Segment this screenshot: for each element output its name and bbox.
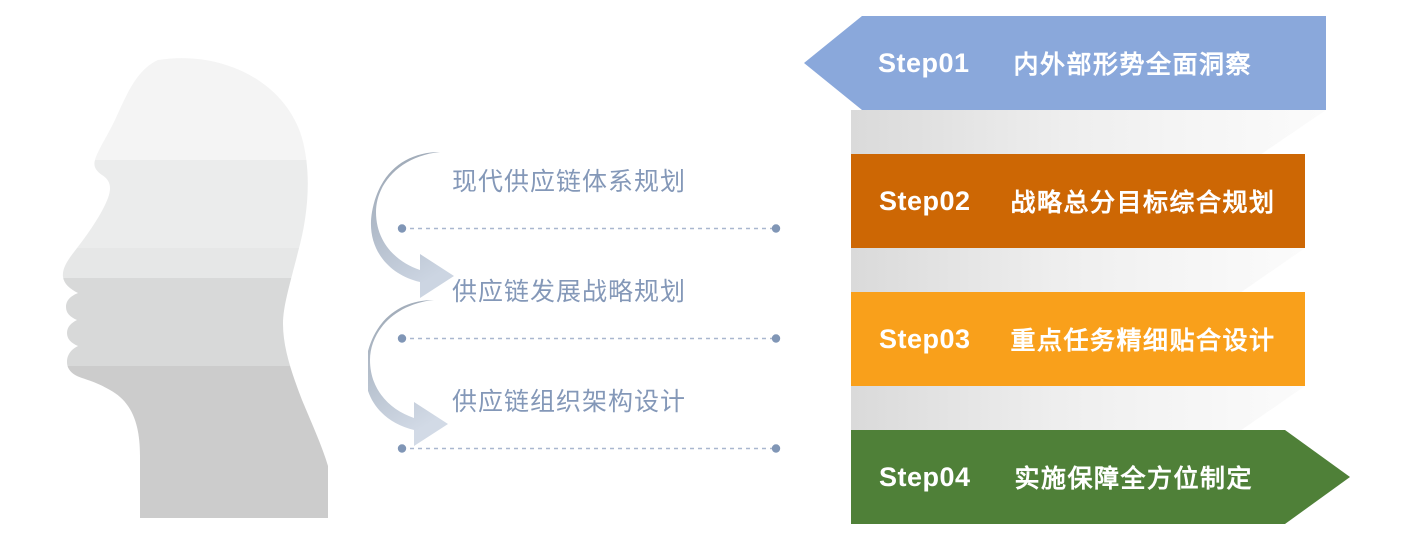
step-number-4: Step04: [879, 461, 971, 492]
step-description-3: 重点任务精细贴合设计: [1010, 327, 1276, 355]
step-number-2: Step02: [879, 185, 971, 216]
step-bar-4[interactable]: Step04 实施保障全方位制定: [851, 430, 1350, 524]
label-text-1: 现代供应链体系规划: [452, 168, 687, 196]
dashed-connector-1: [397, 224, 781, 233]
label-row-2: 供应链发展战略规划: [397, 272, 782, 356]
curved-arrow-icon: [368, 152, 454, 446]
step-description-4: 实施保障全方位制定: [1014, 465, 1254, 493]
step-description-2: 战略总分目标综合规划: [1010, 189, 1276, 217]
curved-arrow-1: [370, 152, 454, 298]
label-row-1: 现代供应链体系规划: [397, 162, 782, 246]
step-bar-3[interactable]: Step03 重点任务精细贴合设计: [851, 292, 1305, 386]
connector-ribbon-1: [851, 110, 1326, 155]
label-row-3: 供应链组织架构设计: [397, 382, 782, 466]
head-bands: [62, 58, 328, 518]
label-text-2: 供应链发展战略规划: [452, 278, 687, 306]
label-text-3: 供应链组织架构设计: [452, 388, 687, 416]
connector-ribbon-2: [851, 248, 1305, 293]
dashed-connector-3: [397, 444, 781, 453]
step-number-1: Step01: [878, 47, 970, 78]
curved-arrow-2: [368, 300, 448, 446]
dashed-connector-2: [397, 334, 781, 343]
connector-ribbon-3: [851, 386, 1305, 431]
human-head-profile-icon: [62, 58, 328, 518]
step-description-1: 内外部形势全面洞察: [1013, 51, 1253, 79]
step-number-3: Step03: [879, 323, 971, 354]
step-bar-2[interactable]: Step02 战略总分目标综合规划: [851, 154, 1305, 248]
step-bar-1[interactable]: Step01 内外部形势全面洞察: [804, 16, 1326, 110]
